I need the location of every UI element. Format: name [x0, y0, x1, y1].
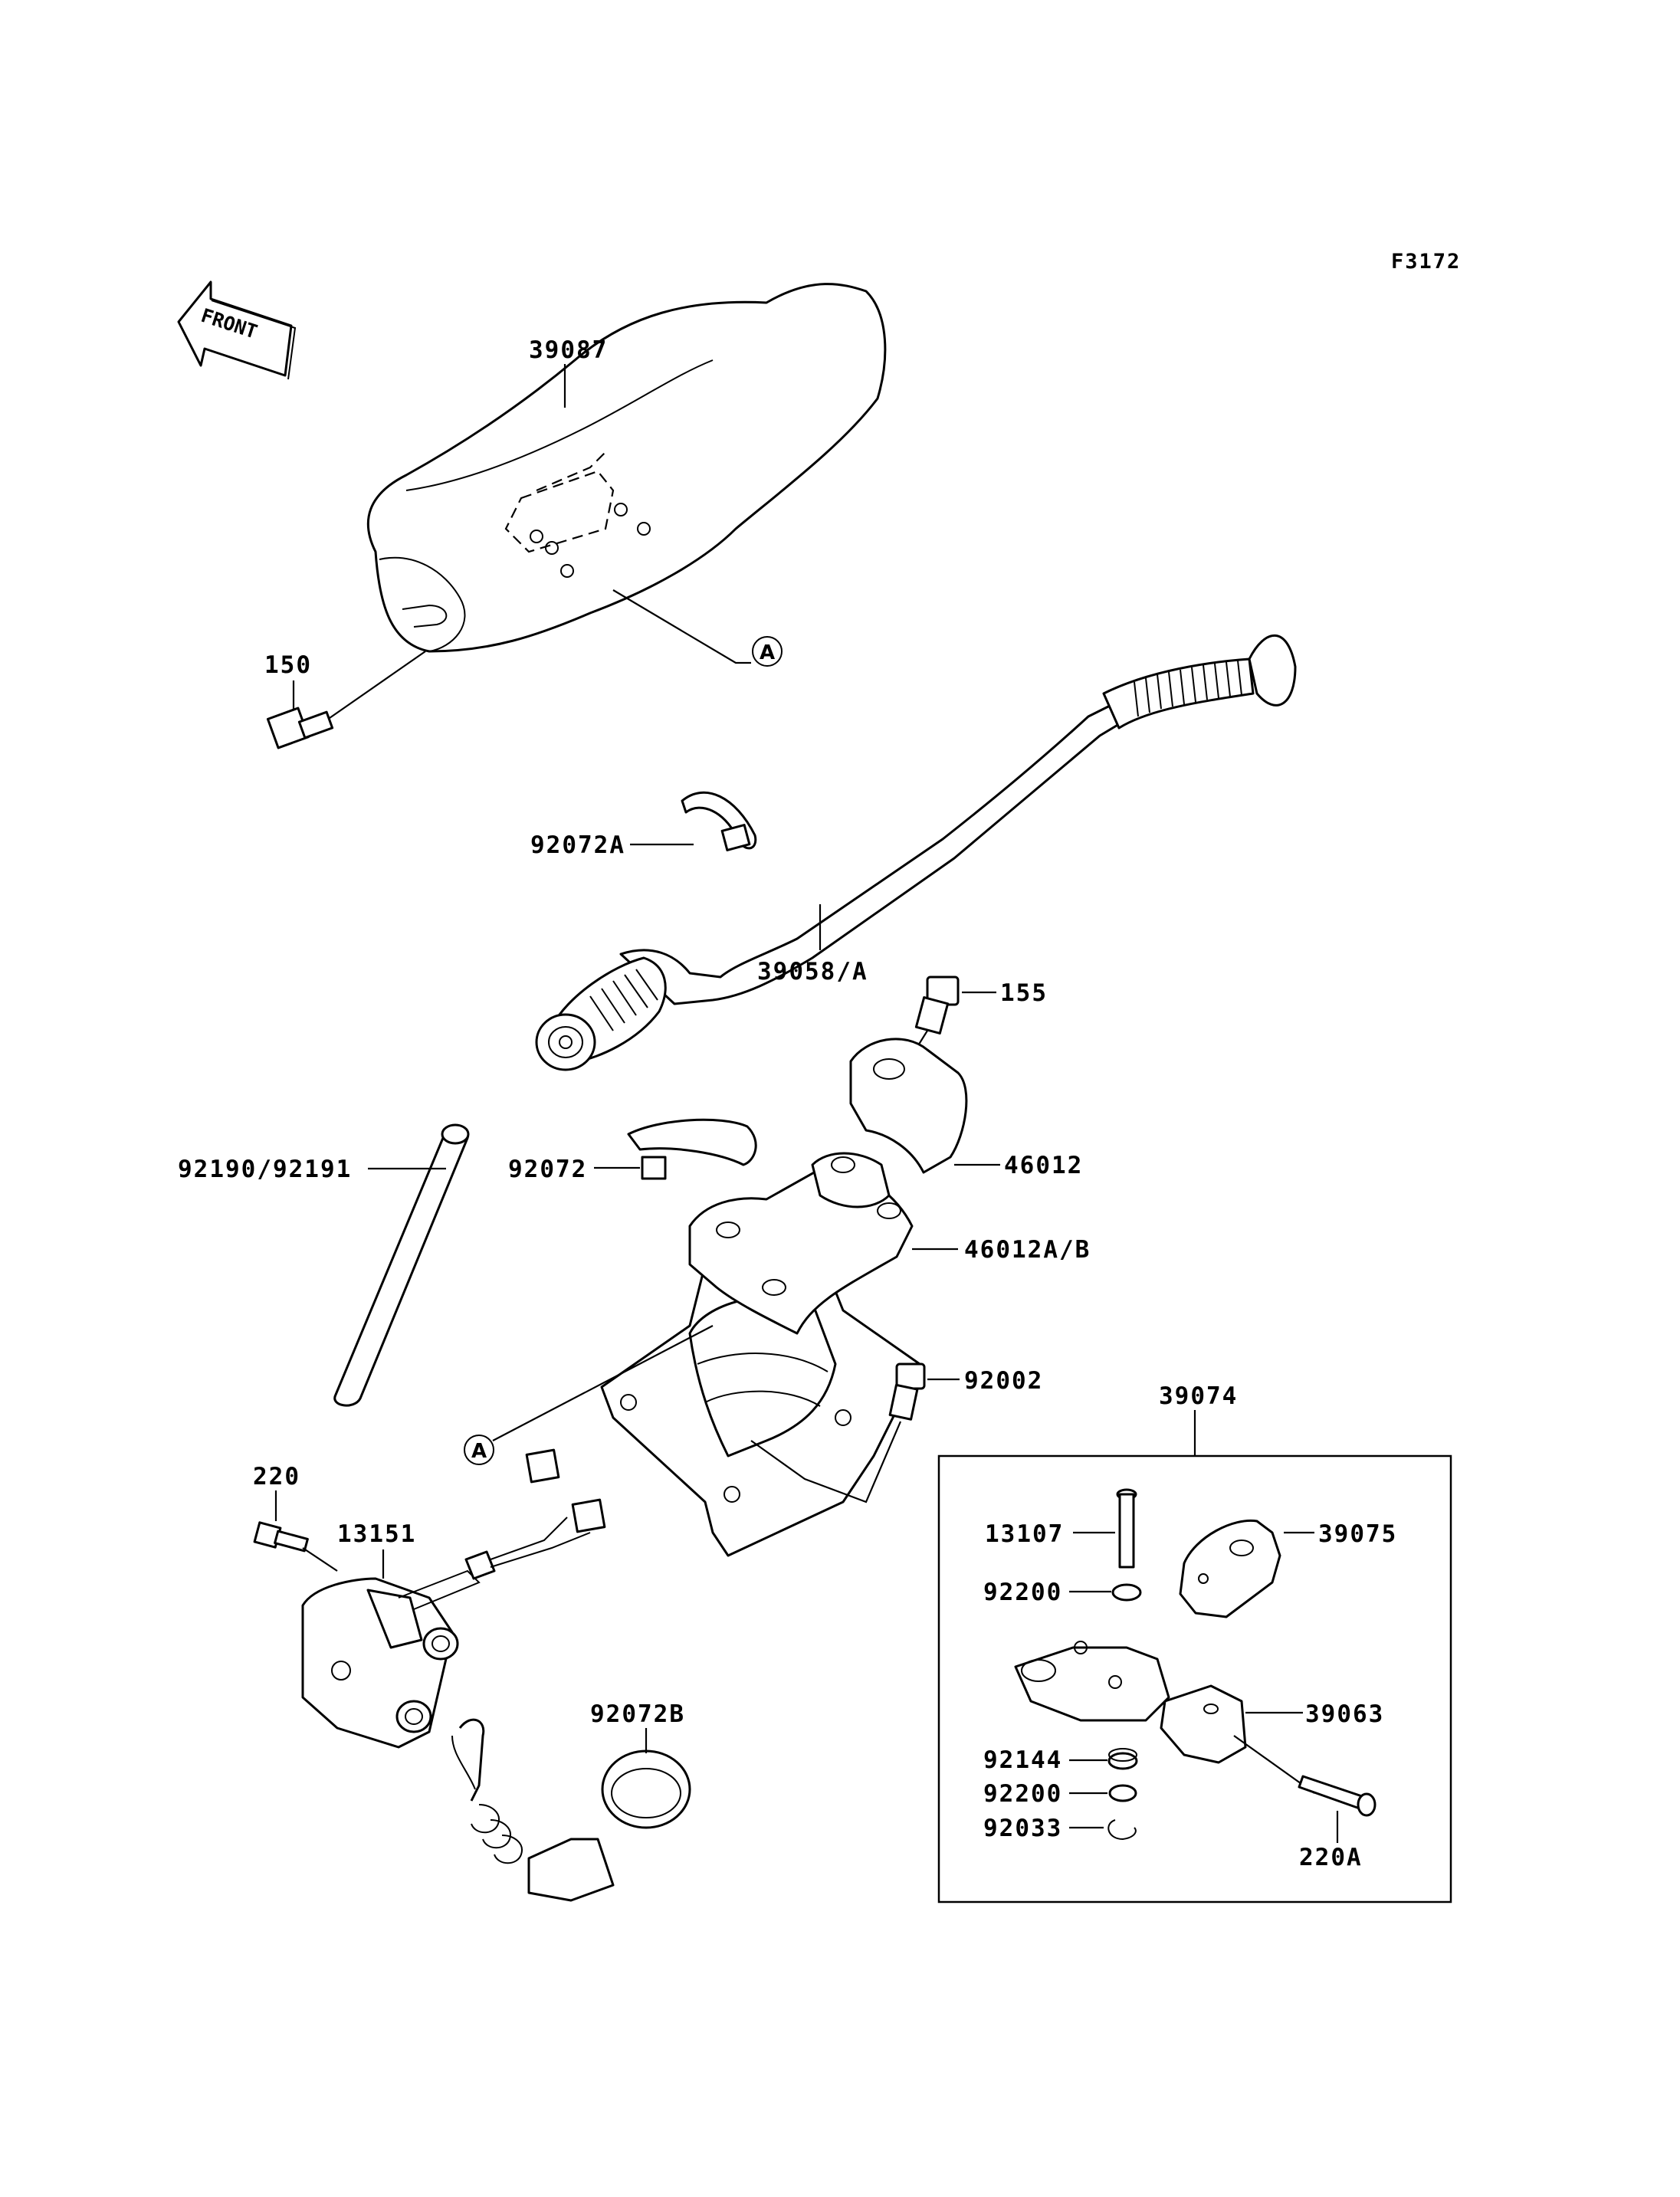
label-220a: 220A — [1299, 1844, 1363, 1871]
label-92200-bottom: 92200 — [983, 1780, 1062, 1808]
label-39075: 39075 — [1318, 1520, 1397, 1548]
tube-92190 — [333, 1123, 470, 1407]
holder-46012ab — [600, 1152, 921, 1557]
diagram-code: F3172 — [1391, 250, 1461, 274]
label-92144: 92144 — [983, 1746, 1062, 1774]
front-arrow-icon: FRONT — [177, 280, 297, 380]
holder-46012 — [849, 1038, 968, 1174]
label-92002: 92002 — [964, 1367, 1043, 1395]
bolt-150 — [266, 707, 334, 749]
washer-92200-top — [1111, 1583, 1142, 1602]
label-220: 220 — [253, 1463, 300, 1490]
label-39074: 39074 — [1159, 1382, 1238, 1410]
bolt-92002 — [888, 1362, 926, 1421]
spring-92144 — [1107, 1748, 1138, 1770]
label-155: 155 — [1000, 979, 1048, 1007]
label-92072a: 92072A — [530, 831, 625, 859]
reference-marker-a-bottom — [464, 1435, 494, 1465]
ref-a-top-text: A — [760, 641, 775, 664]
stop-switch-body — [1014, 1641, 1170, 1722]
label-92190: 92190/92191 — [178, 1156, 352, 1183]
label-46012ab: 46012A/B — [964, 1236, 1091, 1264]
handlebar-39058 — [535, 634, 1297, 1071]
label-150: 150 — [264, 651, 312, 679]
tie-band-92072 — [627, 1118, 757, 1180]
label-39087: 39087 — [529, 336, 608, 364]
pin-13107 — [1116, 1488, 1137, 1569]
screw-220a — [1298, 1775, 1376, 1817]
cover-39063 — [1160, 1684, 1247, 1764]
bolt-220 — [253, 1521, 309, 1553]
label-39058a: 39058/A — [757, 958, 868, 985]
washer-92200-bottom — [1108, 1784, 1137, 1802]
ref-a-bottom-text: A — [471, 1440, 487, 1463]
label-92072b: 92072B — [590, 1700, 685, 1728]
bolt-155 — [914, 976, 960, 1035]
switch-13151 — [301, 1448, 606, 1749]
label-46012: 46012 — [1004, 1152, 1083, 1179]
tie-band-92072a — [681, 791, 757, 851]
label-92072: 92072 — [508, 1156, 587, 1183]
handlebar-cover — [366, 283, 887, 653]
reference-marker-a-top — [752, 636, 783, 667]
label-39063: 39063 — [1305, 1700, 1384, 1728]
label-13107: 13107 — [985, 1520, 1064, 1548]
lanyard-92072b — [451, 1718, 691, 1902]
label-92200-top: 92200 — [983, 1579, 1062, 1606]
label-13151: 13151 — [337, 1520, 416, 1548]
lever-39075 — [1179, 1519, 1281, 1618]
label-92033: 92033 — [983, 1815, 1062, 1842]
clip-92033 — [1107, 1819, 1137, 1841]
